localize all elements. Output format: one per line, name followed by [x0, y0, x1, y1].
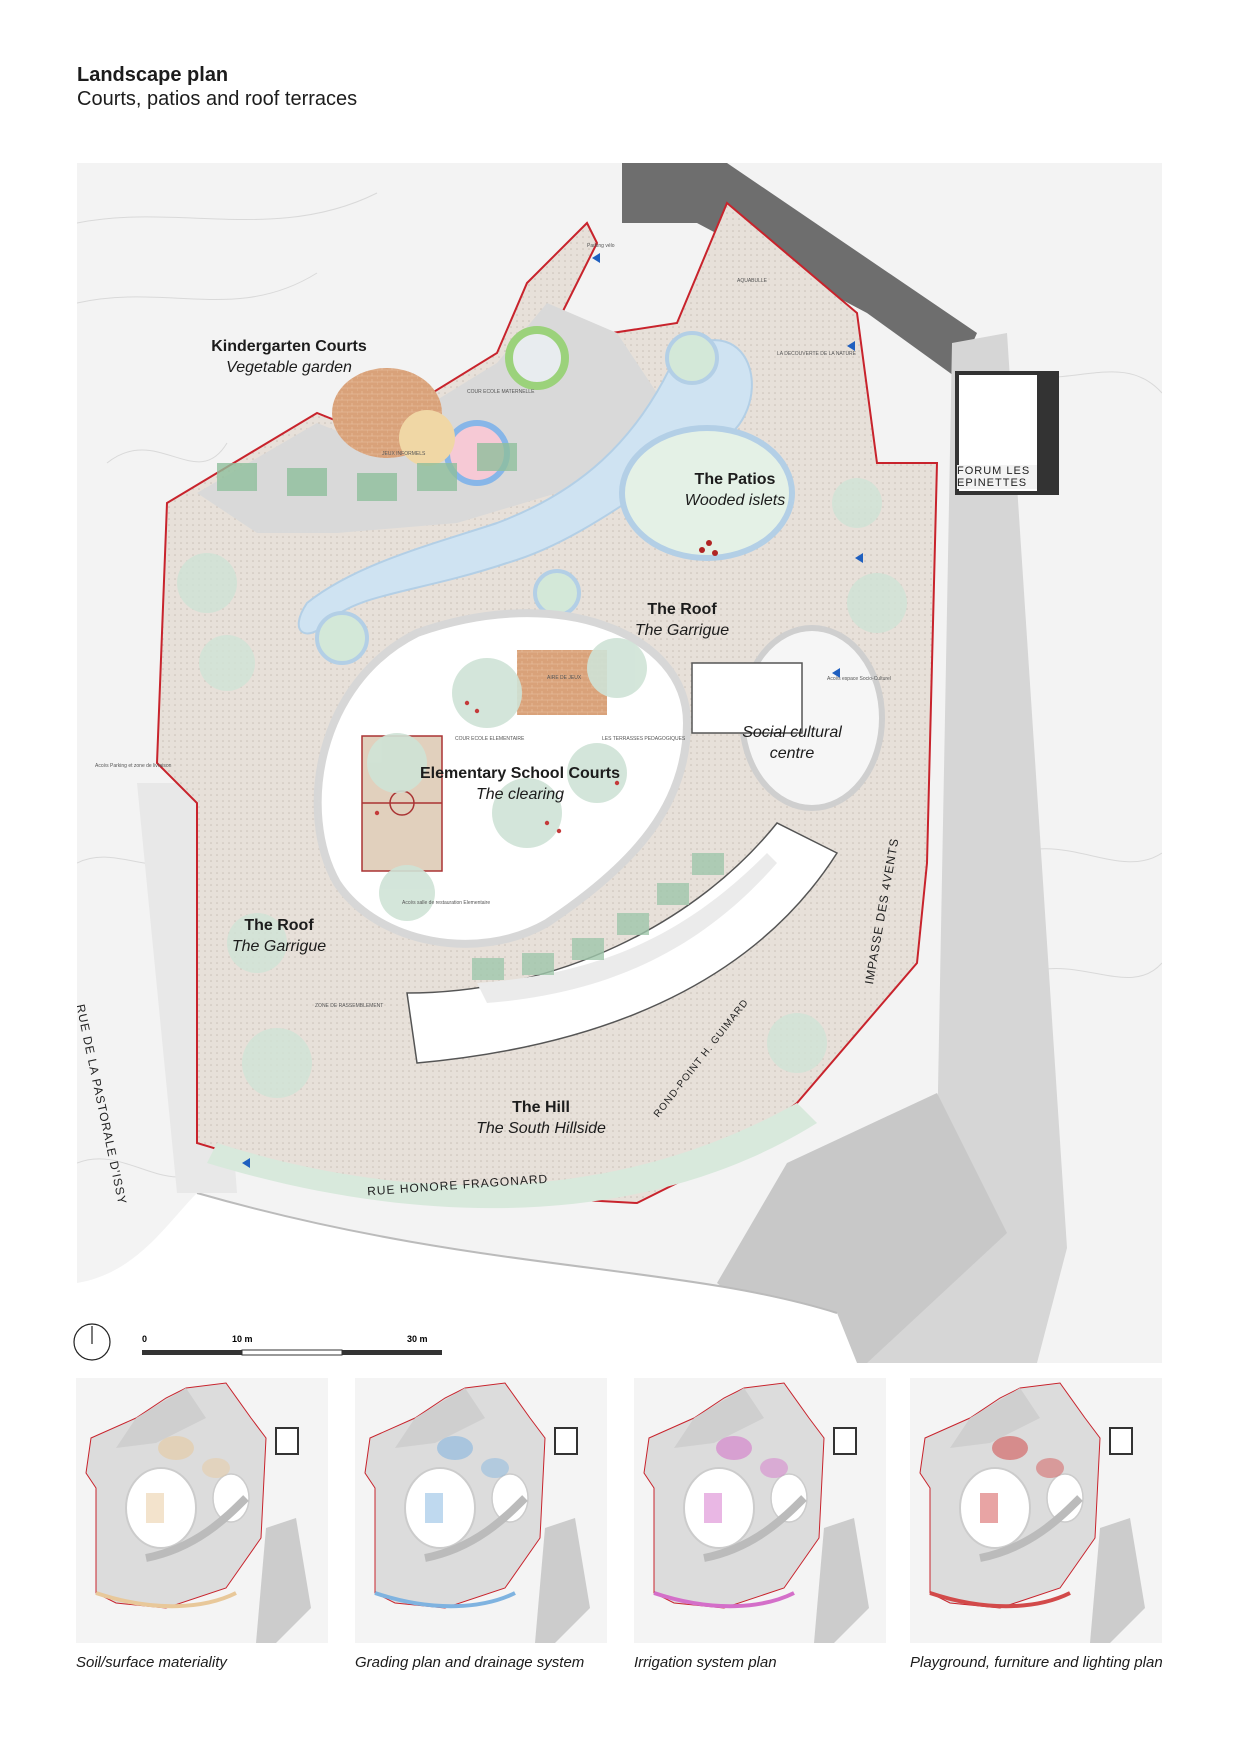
mini-plan: [76, 1378, 328, 1643]
zone-sub: Vegetable garden: [226, 359, 352, 376]
street-label-forum: FORUM LES EPINETTES: [957, 465, 1037, 489]
zone-label-hill: The Hill The South Hillside: [476, 1097, 606, 1139]
zone-label-elementary: Elementary School Courts The clearing: [420, 763, 620, 805]
label-acces-parking: Accès Parking et zone de livraison: [95, 763, 172, 769]
zone-heading: The Hill: [512, 1099, 570, 1116]
scale-tick-0: 0: [142, 1334, 147, 1344]
label-aire-jeux: AIRE DE JEUX: [547, 675, 582, 681]
zone-heading: The Roof: [244, 917, 314, 934]
page-title: Landscape plan: [77, 64, 229, 86]
zone-sub: Social cultural centre: [742, 724, 842, 762]
label-decouverte: LA DECOUVERTE DE LA NATURE: [777, 351, 857, 357]
zone-label-roof-east: The Roof The Garrigue: [635, 599, 729, 641]
zone-sub: The South Hillside: [476, 1120, 606, 1137]
thumbnail-playground: [910, 1378, 1162, 1643]
label-jeux: JEUX INFORMELS: [382, 451, 426, 457]
caption-irrigation: Irrigation system plan: [634, 1654, 777, 1671]
label-acces-restauration: Accès salle de restauration Elementaire: [402, 900, 491, 906]
label-cour-elementaire: COUR ECOLE ELEMENTAIRE: [455, 736, 525, 742]
zone-sub: Wooded islets: [684, 492, 786, 509]
scale-tick-10: 10 m: [232, 1334, 253, 1344]
thumbnail-grading: [355, 1378, 607, 1643]
label-acces-socio: Accès espace Socio-Culturel: [827, 676, 891, 682]
label-rassemblement: ZONE DE RASSEMBLEMENT: [315, 1003, 384, 1009]
zone-sub: The Garrigue: [634, 622, 730, 639]
label-parking: Parking vélo: [587, 243, 615, 249]
zone-sub: The Garrigue: [231, 938, 327, 955]
page-subtitle: Courts, patios and roof terraces: [77, 88, 358, 110]
zone-label-patios: The Patios Wooded islets: [685, 469, 786, 511]
label-aquabulle: AQUABULLE: [737, 278, 768, 284]
zone-heading: Kindergarten Courts: [211, 338, 367, 355]
scale-bar: 0 10 m 30 m: [73, 1323, 442, 1361]
caption-soil: Soil/surface materiality: [76, 1654, 227, 1671]
zone-heading: Elementary School Courts: [419, 765, 621, 782]
caption-playground: Playground, furniture and lighting plan: [910, 1654, 1163, 1671]
thumbnail-soil: [76, 1378, 328, 1643]
landscape-plan: Kindergarten Courts Vegetable garden The…: [77, 163, 1162, 1363]
mini-plan: [910, 1378, 1162, 1643]
zone-label-kindergarten: Kindergarten Courts Vegetable garden: [211, 336, 367, 378]
label-terrasses: LES TERRASSES PEDAGOGIQUES: [602, 736, 686, 742]
caption-grading: Grading plan and drainage system: [355, 1654, 585, 1671]
zone-heading: The Patios: [694, 471, 776, 488]
zone-label-roof-west: The Roof The Garrigue: [232, 915, 326, 957]
label-cour-maternelle: COUR ECOLE MATERNELLE: [467, 389, 535, 395]
plan-drawing: [77, 163, 1162, 1363]
zone-sub: The clearing: [475, 786, 565, 803]
scale-tick-30: 30 m: [407, 1334, 428, 1344]
thumbnail-irrigation: [634, 1378, 886, 1643]
mini-plan: [355, 1378, 607, 1643]
zone-heading: The Roof: [647, 601, 717, 618]
mini-plan: [634, 1378, 886, 1643]
zone-label-social: Social cultural centre: [742, 701, 842, 785]
north-arrow-icon: [73, 1323, 111, 1361]
